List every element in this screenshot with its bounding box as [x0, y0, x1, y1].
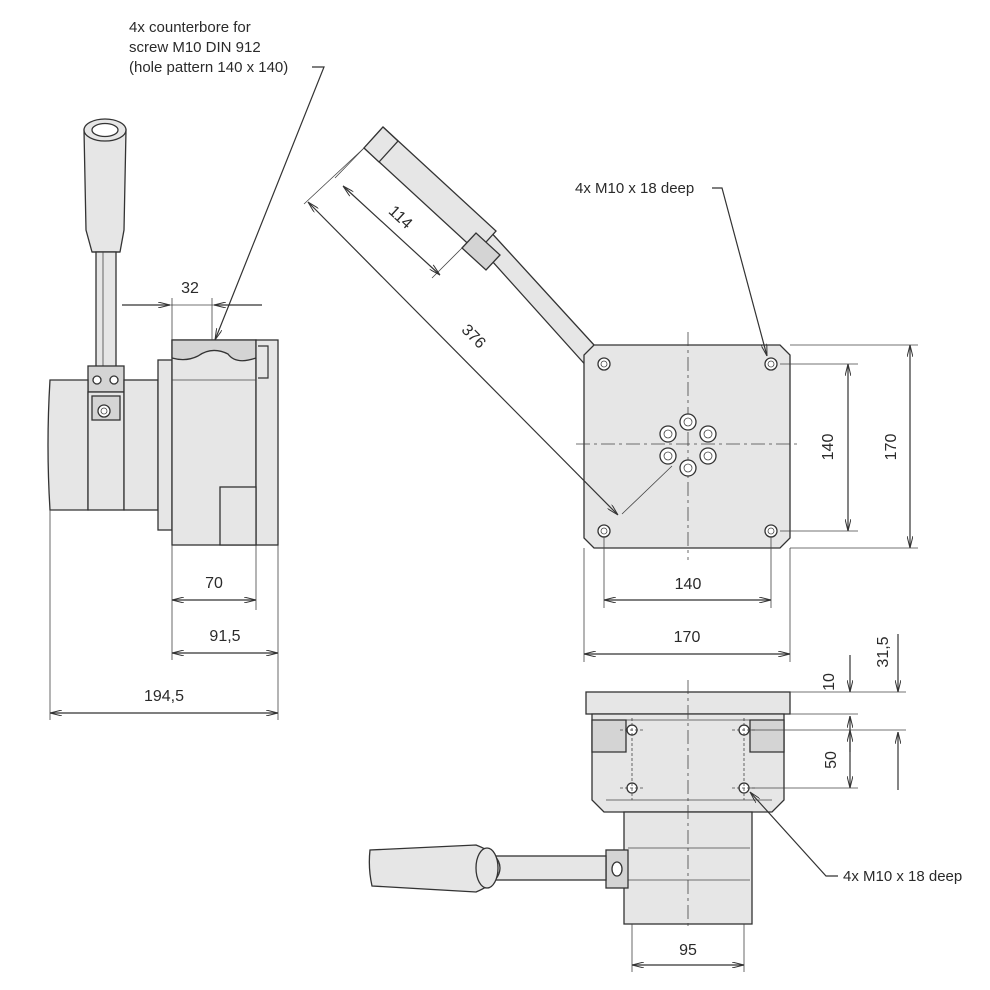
dim-top-376-label: 376 — [458, 321, 489, 352]
plate-bolt-circle — [659, 413, 717, 477]
dim-front-31-5-label: 31,5 — [875, 636, 892, 667]
dim-side-194-5: 194,5 — [50, 688, 278, 713]
dim-side-194-5-label: 194,5 — [144, 688, 184, 705]
dim-front-10-label: 10 — [821, 673, 838, 691]
top-plate — [576, 332, 800, 560]
thread-note-top: 4x M10 x 18 deep — [575, 180, 694, 197]
dim-top-140-horizontal-label: 140 — [675, 576, 702, 593]
counterbore-leader: 4x counterbore for screw M10 DIN 912 (ho… — [129, 19, 325, 340]
thread-note-bottom: 4x M10 x 18 deep — [843, 868, 962, 885]
thread-leader-top: 4x M10 x 18 deep — [575, 180, 768, 356]
dim-front-10: 10 — [821, 655, 850, 752]
dim-front-95-label: 95 — [679, 942, 697, 959]
counterbore-note-line2: screw M10 DIN 912 — [129, 39, 261, 56]
counterbore-note-line1: 4x counterbore for — [129, 19, 251, 36]
plate-hole-tl — [597, 357, 611, 371]
thread-leader-bottom: 4x M10 x 18 deep — [749, 792, 962, 885]
counterbore-note-line3: (hole pattern 140 x 140) — [129, 59, 288, 76]
side-handle-clamp — [87, 365, 125, 393]
side-handle — [83, 118, 127, 371]
front-view: 4x M10 x 18 deep 31,5 10 50 95 — [368, 634, 962, 972]
dim-side-91-5-label: 91,5 — [209, 628, 240, 645]
dim-side-70: 70 — [172, 575, 256, 600]
dim-front-95: 95 — [632, 942, 744, 965]
dim-top-170-vertical: 170 — [883, 345, 910, 548]
side-flange — [171, 339, 279, 546]
dim-side-70-label: 70 — [205, 575, 223, 592]
dim-top-140-vertical: 140 — [820, 364, 848, 531]
plate-hole-tr — [764, 357, 778, 371]
plate-hole-bl — [597, 524, 611, 538]
dim-front-50: 50 — [823, 730, 850, 788]
dim-side-32: 32 — [122, 280, 262, 340]
dim-top-170-vertical-label: 170 — [883, 434, 900, 461]
dim-front-50-label: 50 — [823, 751, 840, 769]
dim-top-140-horizontal: 140 — [604, 576, 771, 600]
dim-top-170-horizontal-label: 170 — [674, 629, 701, 646]
dim-side-32-label: 32 — [181, 280, 199, 297]
top-handle — [363, 126, 606, 371]
dim-top-170-horizontal: 170 — [584, 629, 790, 654]
dim-front-31-5: 31,5 — [875, 634, 898, 790]
dim-side-91-5: 91,5 — [172, 628, 278, 653]
side-view: 32 4x counterbore for screw M10 DIN 912 … — [47, 19, 325, 720]
side-cylinder — [47, 359, 173, 531]
plate-hole-br — [764, 524, 778, 538]
top-view: 114 376 4x M10 x 18 deep 140 170 — [303, 126, 918, 662]
dim-top-140-vertical-label: 140 — [820, 434, 837, 461]
front-handle — [368, 844, 629, 893]
